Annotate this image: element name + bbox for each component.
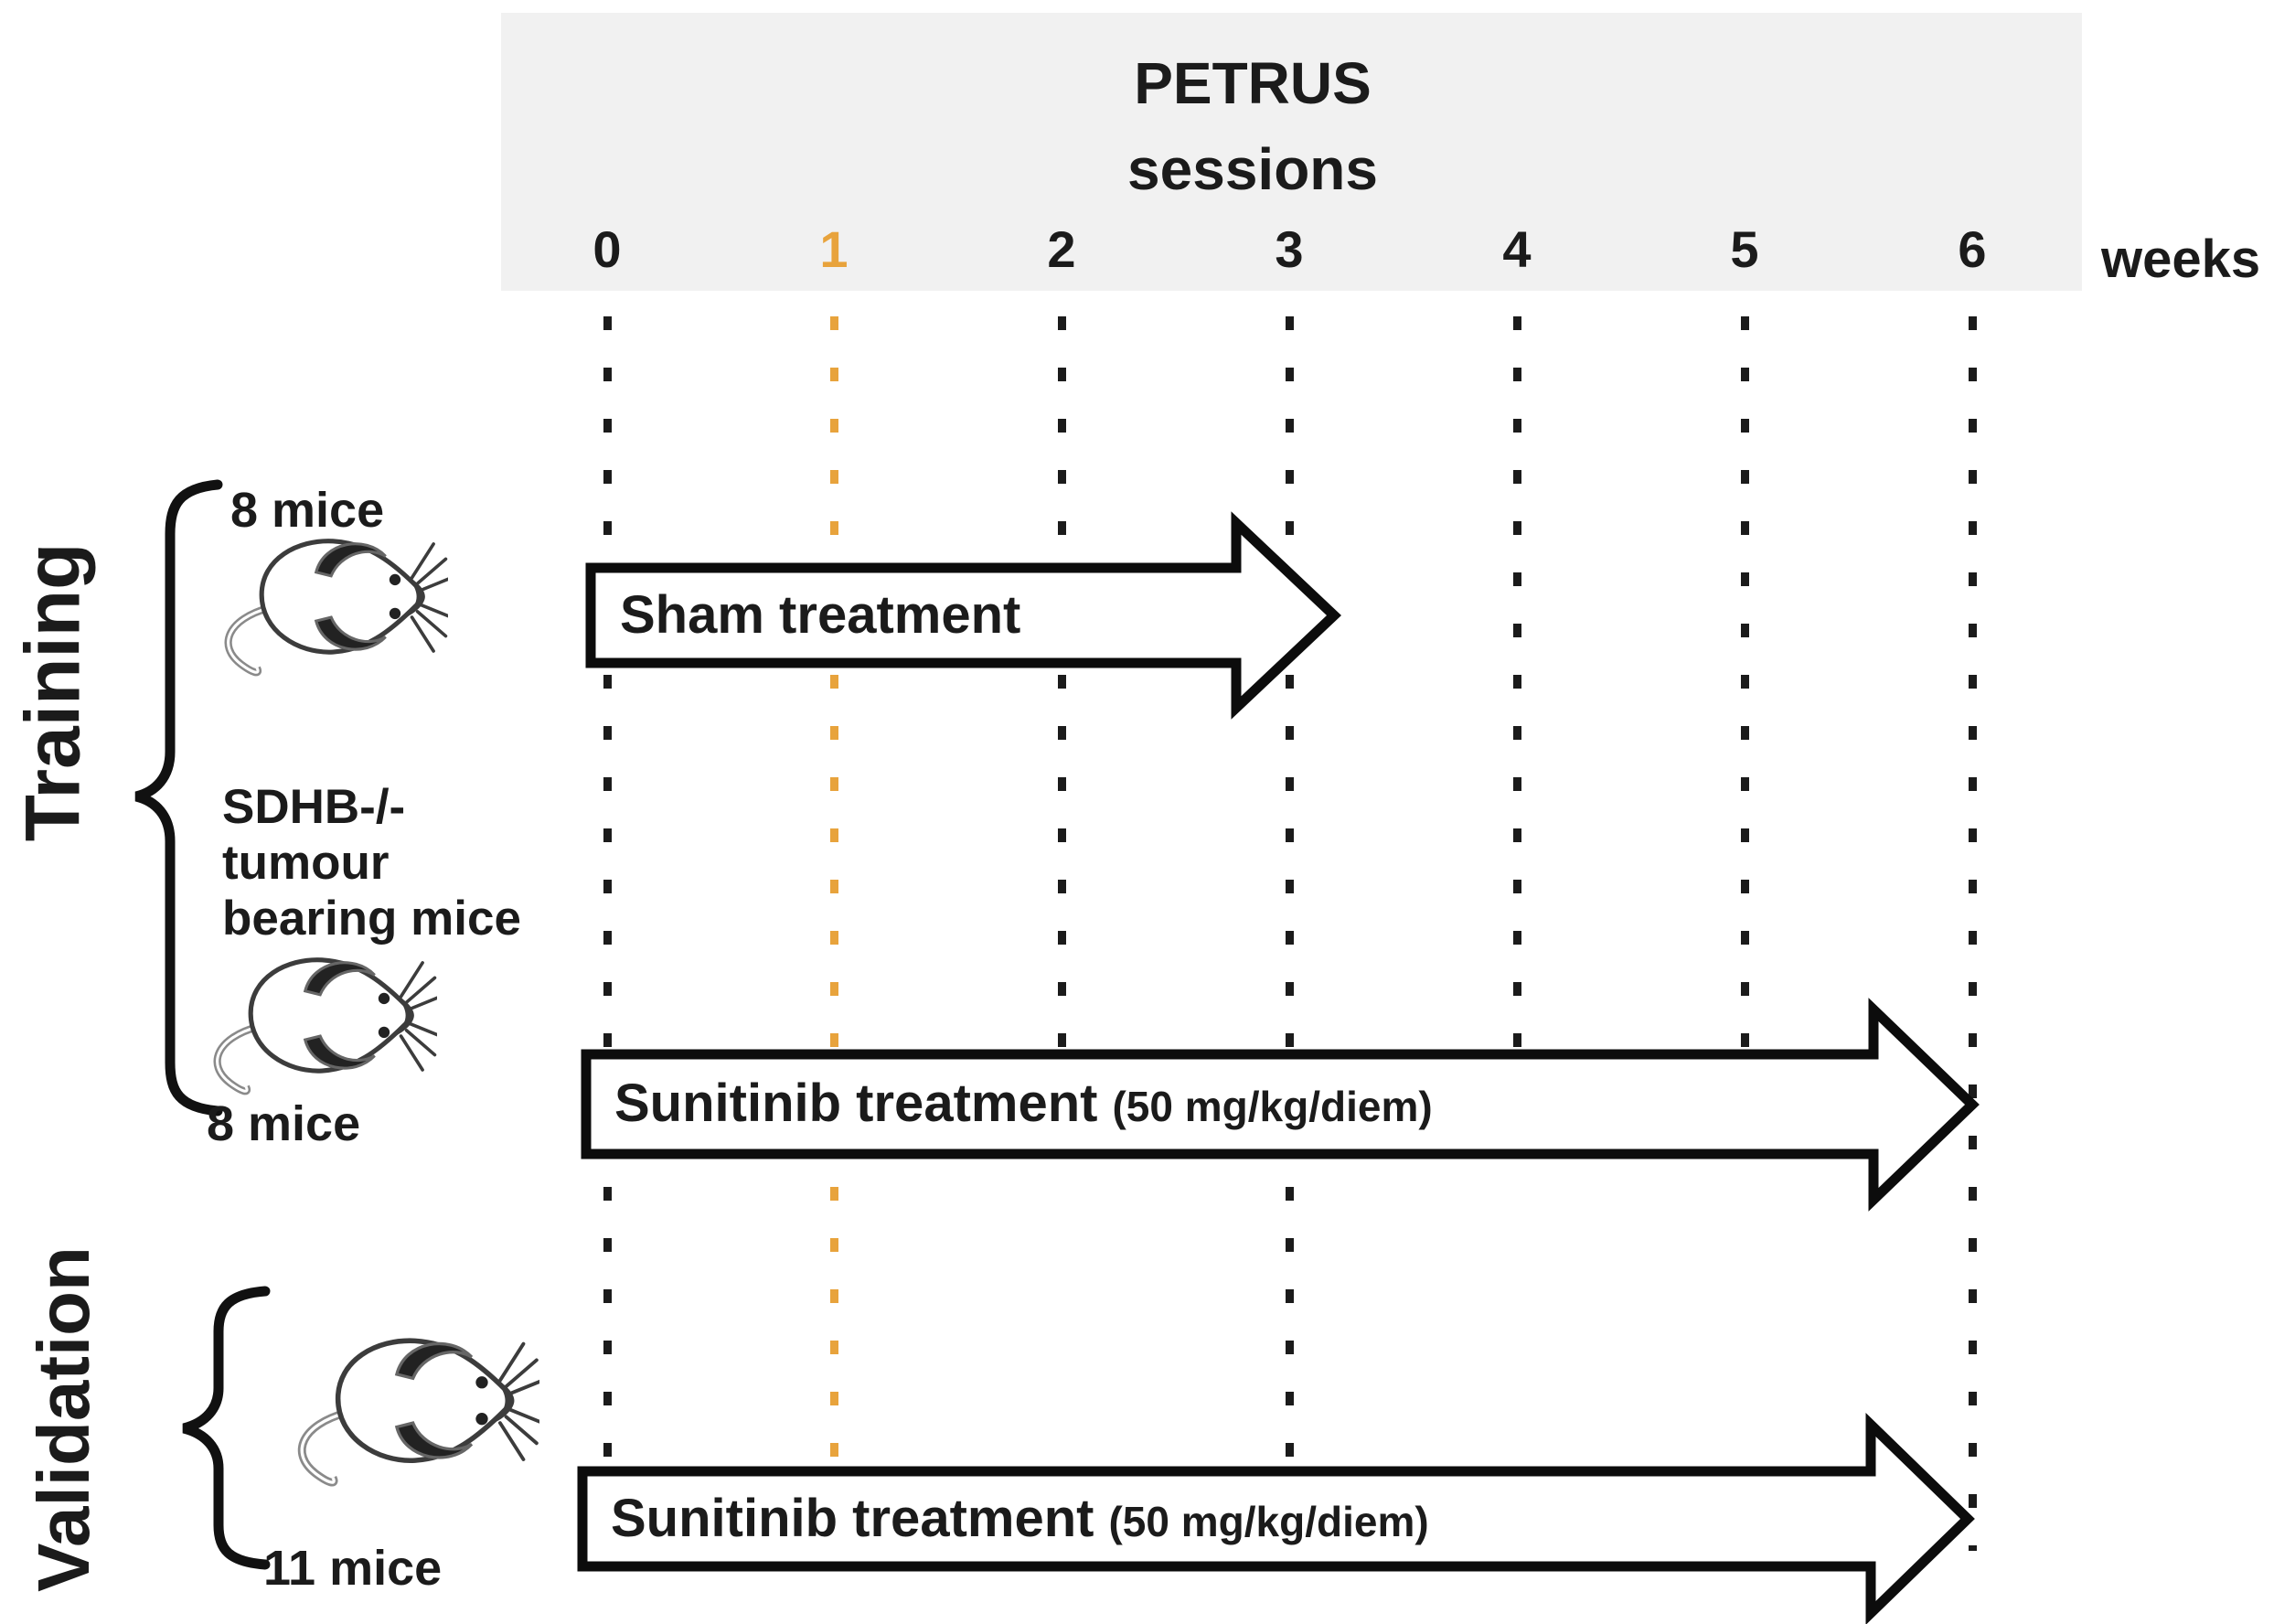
figure-title-line1: PETRUS: [1134, 50, 1372, 116]
sunitinib-validation-dose-text: (50 mg/kg/diem): [1108, 1498, 1429, 1545]
validation-group-label: Validation: [23, 1246, 104, 1592]
week-tick-6: 6: [1958, 220, 1987, 278]
genotype-line-3: bearing mice: [222, 892, 521, 946]
sunitinib-validation-label-text: Sunitinib treatment: [611, 1489, 1094, 1548]
week-tick-2: 2: [1047, 220, 1076, 278]
genotype-label: SDHB-/- tumour bearing mice: [222, 779, 521, 946]
sunitinib-training-dose-text: (50 mg/kg/diem): [1112, 1083, 1433, 1130]
sham-treatment-label-text: Sham treatment: [620, 585, 1021, 645]
week-tick-4: 4: [1502, 220, 1532, 278]
figure-title: PETRUS sessions: [1024, 40, 1481, 212]
sham-treatment-arrow: [585, 511, 1342, 720]
mouse-icon-training-sunitinib: [218, 960, 441, 1092]
week-4-dotted-line: [1513, 316, 1521, 1050]
training-sham-count-label: 8 mice: [230, 483, 385, 538]
genotype-line-2: tumour: [222, 836, 390, 890]
week-3-dotted-line: [1286, 316, 1294, 1467]
week-1-dotted-line-highlighted: [830, 316, 838, 1467]
mouse-icon-validation: [302, 1341, 542, 1482]
weeks-axis-label: weeks: [2101, 230, 2261, 289]
week-5-dotted-line: [1741, 316, 1749, 1050]
sham-treatment-arrow-label: Sham treatment: [620, 584, 1020, 646]
training-sunitinib-count-label: 8 mice: [207, 1096, 361, 1151]
training-group-label: Training: [9, 542, 96, 842]
week-tick-5: 5: [1730, 220, 1759, 278]
sunitinib-training-label-text: Sunitinib treatment: [614, 1074, 1098, 1133]
petrus-sessions-header-band: [501, 13, 2082, 291]
week-0-dotted-line: [603, 316, 612, 1467]
week-tick-3: 3: [1275, 220, 1304, 278]
mouse-icon-training-sham: [229, 541, 452, 673]
sunitinib-treatment-arrow-validation: [577, 1412, 1975, 1624]
week-tick-0: 0: [592, 220, 622, 278]
week-tick-1-highlighted: 1: [819, 220, 849, 278]
validation-curly-brace-icon: [182, 1286, 271, 1570]
week-2-dotted-line: [1058, 316, 1066, 1050]
training-curly-brace-icon: [134, 479, 223, 1116]
validation-count-label: 11 mice: [263, 1541, 443, 1596]
sunitinib-validation-arrow-label: Sunitinib treatment (50 mg/kg/diem): [611, 1488, 1429, 1549]
figure-title-line2: sessions: [1127, 136, 1378, 202]
sunitinib-training-arrow-label: Sunitinib treatment (50 mg/kg/diem): [614, 1073, 1433, 1134]
sunitinib-treatment-arrow-training: [581, 998, 1980, 1212]
genotype-line-1: SDHB-/-: [222, 780, 406, 834]
week-6-dotted-line: [1969, 316, 1977, 1551]
